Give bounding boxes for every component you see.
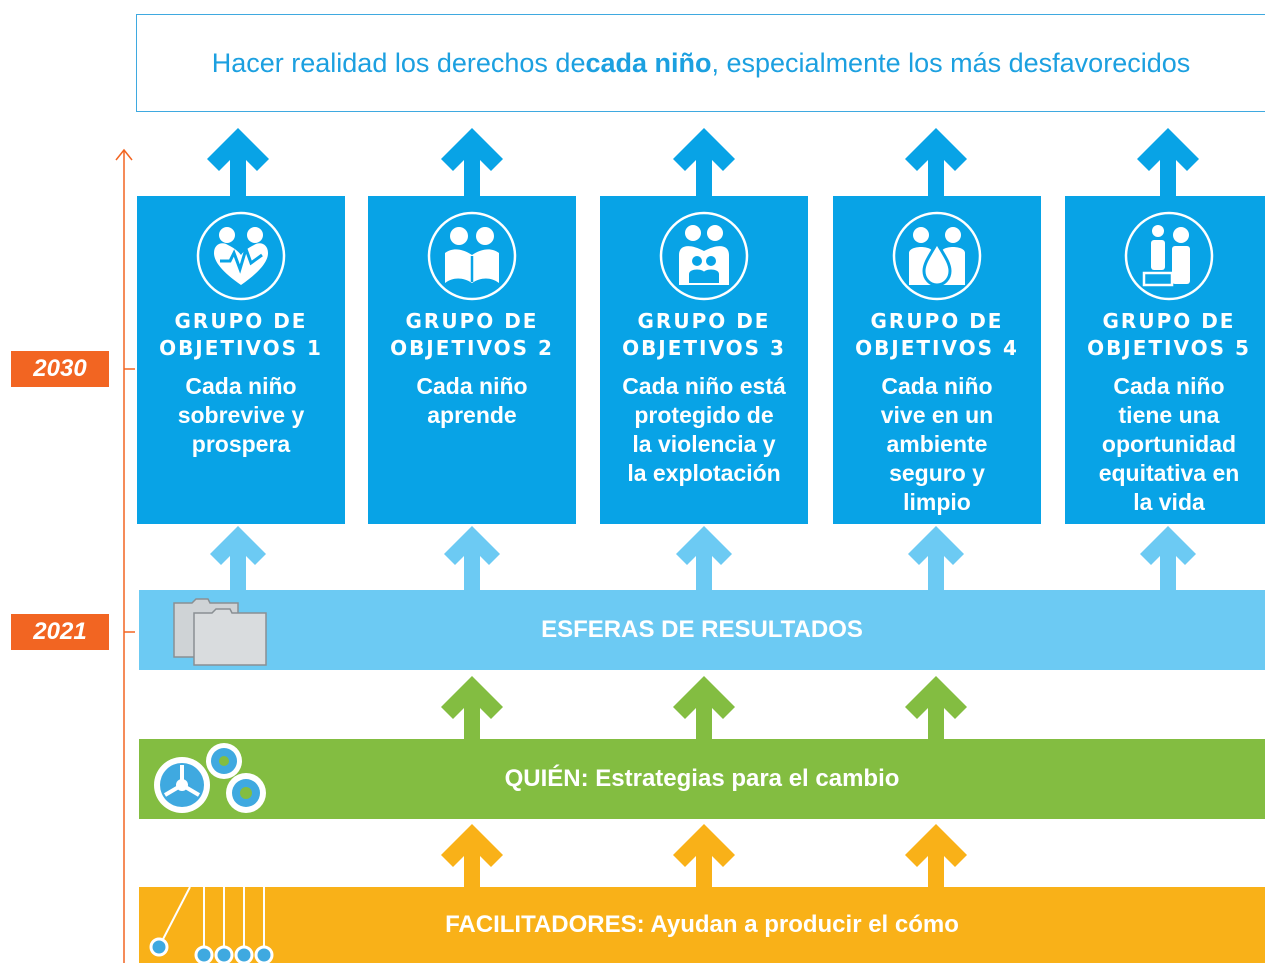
enablers-band: FACILITADORES: Ayudan a producir el cómo bbox=[139, 887, 1265, 963]
goal-card-2: GRUPO DE OBJETIVOS 2 Cada niño aprende bbox=[368, 196, 576, 524]
banner-text-bold: cada niño bbox=[585, 47, 712, 78]
strategy-arrow-1 bbox=[441, 676, 503, 739]
goal-description: Cada niño aprende bbox=[416, 373, 528, 428]
enabler-arrow-1 bbox=[441, 824, 503, 887]
enabler-arrow-3 bbox=[905, 824, 967, 887]
enablers-band-label: FACILITADORES: Ayudan a producir el cómo bbox=[445, 911, 959, 938]
goal-card-3: GRUPO DE OBJETIVOS 3 Cada niño está prot… bbox=[600, 196, 808, 524]
newtons-cradle-icon bbox=[149, 887, 274, 963]
goal-arrow-3 bbox=[673, 128, 735, 196]
goal-group-label: GRUPO DE OBJETIVOS 1 bbox=[159, 309, 323, 360]
year-2030-label: 2030 bbox=[11, 351, 109, 387]
goal-arrow-4 bbox=[905, 128, 967, 196]
goal-group-label: GRUPO DE OBJETIVOS 5 bbox=[1087, 309, 1251, 360]
goal-group-label: GRUPO DE OBJETIVOS 4 bbox=[855, 309, 1019, 360]
goal-description: Cada niño tiene una oportunidad equitati… bbox=[1098, 373, 1240, 515]
results-arrow-4 bbox=[908, 526, 964, 590]
heart-health-icon bbox=[196, 211, 286, 301]
goal-card-1: GRUPO DE OBJETIVOS 1 Cada niño sobrevive… bbox=[137, 196, 345, 524]
strategy-arrow-3 bbox=[905, 676, 967, 739]
goal-group-label: GRUPO DE OBJETIVOS 3 bbox=[622, 309, 786, 360]
banner-text-end: , especialmente los más desfavorecidos bbox=[711, 47, 1191, 78]
strategies-band: QUIÉN: Estrategias para el cambio bbox=[139, 739, 1265, 819]
goal-arrow-5 bbox=[1137, 128, 1199, 196]
goal-description: Cada niño vive en un ambiente seguro y l… bbox=[880, 373, 994, 515]
enabler-arrow-2 bbox=[673, 824, 735, 887]
goal-group-label: GRUPO DE OBJETIVOS 2 bbox=[390, 309, 554, 360]
year-2021-label: 2021 bbox=[11, 614, 109, 650]
reading-book-icon bbox=[427, 211, 517, 301]
goal-card-4: GRUPO DE OBJETIVOS 4 Cada niño vive en u… bbox=[833, 196, 1041, 524]
strategies-band-label: QUIÉN: Estrategias para el cambio bbox=[504, 765, 900, 792]
results-arrow-5 bbox=[1140, 526, 1196, 590]
results-arrow-3 bbox=[676, 526, 732, 590]
goal-description: Cada niño está protegido de la violencia… bbox=[622, 373, 786, 486]
strategy-arrow-2 bbox=[673, 676, 735, 739]
results-band: ESFERAS DE RESULTADOS bbox=[139, 590, 1265, 670]
results-arrow-2 bbox=[444, 526, 500, 590]
folders-icon bbox=[173, 598, 267, 666]
results-arrow-1 bbox=[210, 526, 266, 590]
vision-banner: Hacer realidad los derechos de cada niño… bbox=[136, 14, 1265, 112]
equity-podium-icon bbox=[1124, 211, 1214, 301]
goal-description: Cada niño sobrevive y prospera bbox=[177, 373, 305, 457]
family-protection-icon bbox=[659, 211, 749, 301]
gears-icon bbox=[154, 743, 266, 813]
results-band-label: ESFERAS DE RESULTADOS bbox=[541, 616, 863, 643]
banner-text-start: Hacer realidad los derechos de bbox=[211, 47, 586, 78]
water-drop-icon bbox=[892, 211, 982, 301]
goal-arrow-1 bbox=[207, 128, 269, 196]
goal-card-5: GRUPO DE OBJETIVOS 5 Cada niño tiene una… bbox=[1065, 196, 1265, 524]
timeline-axis bbox=[115, 148, 135, 963]
goal-arrow-2 bbox=[441, 128, 503, 196]
